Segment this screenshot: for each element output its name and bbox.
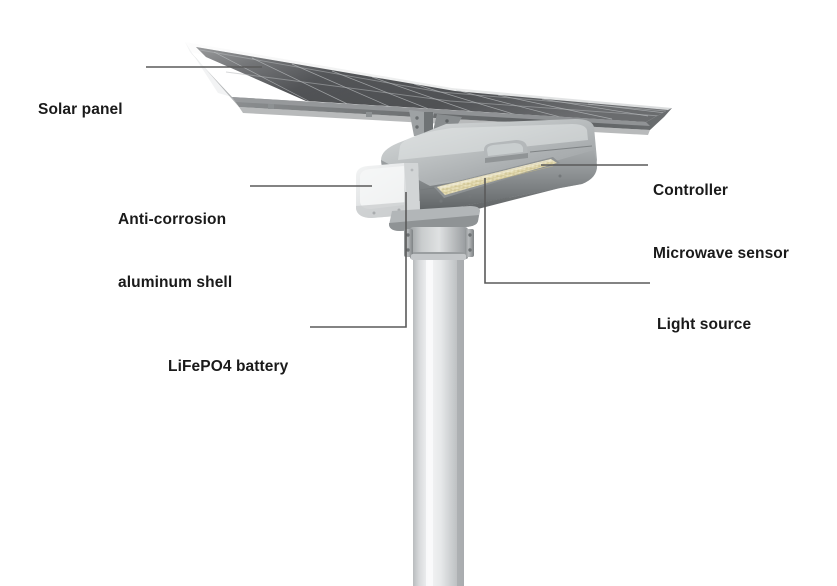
label-shell-line-1: Anti-corrosion <box>118 210 227 228</box>
pole-highlight-stripe <box>426 258 433 586</box>
bracket-bolt-3 <box>445 119 449 123</box>
clamp-bolt-right-2 <box>468 248 472 252</box>
label-shell-line-2: aluminum shell <box>118 273 233 291</box>
label-light-source-line-1: Light source <box>657 315 752 333</box>
housing-top-highlight <box>398 124 588 160</box>
bracket-hinge <box>424 112 433 140</box>
clamp-plate-right <box>465 229 474 257</box>
led-rows <box>440 160 554 194</box>
solar-panel-cells-sheen <box>196 47 668 122</box>
housing-screw-3 <box>558 174 562 178</box>
clamp-bolt-right-1 <box>468 233 472 237</box>
light-source-led-panel <box>434 157 560 198</box>
label-controller-microwave-sensor: Controller Microwave sensor <box>653 139 789 306</box>
housing-screw-1 <box>439 199 443 203</box>
battery-shell-highlight <box>360 166 404 209</box>
label-controller-line-1: Controller <box>653 181 729 199</box>
housing-seam-lower <box>419 187 435 191</box>
battery-shell-screw-3 <box>410 168 414 172</box>
panel-mount-tab-left <box>268 104 274 109</box>
pole-top-collar <box>411 254 466 260</box>
label-anti-corrosion-aluminum-shell: Anti-corrosion aluminum shell <box>118 168 232 335</box>
label-solar-panel-line-1: Solar panel <box>38 100 123 118</box>
led-lens-sheen <box>437 159 553 189</box>
leader-lifepo4-battery <box>310 192 407 328</box>
clamp-bolt-left-1 <box>406 233 410 237</box>
battery-shell-right-edge <box>404 163 420 215</box>
battery-shell-screw-1 <box>372 211 376 215</box>
bracket-bolt-2 <box>415 125 419 129</box>
label-battery-line-1: LiFePO4 battery <box>168 357 289 375</box>
light-pole <box>411 254 466 586</box>
pole-edge-shade <box>457 256 464 586</box>
clamp-bolt-left-2 <box>406 248 410 252</box>
bracket-bolt-1 <box>415 116 419 120</box>
pole-shaft <box>413 256 464 586</box>
sensor-shadow <box>485 153 528 163</box>
battery-aluminum-shell <box>356 163 420 218</box>
mount-collar <box>410 227 468 259</box>
solar-panel-rail-highlight <box>232 97 650 126</box>
solar-panel-frame <box>185 42 672 117</box>
sensor-highlight <box>487 143 523 156</box>
panel-mount-tab-mid <box>366 112 372 117</box>
housing-screw-2 <box>468 194 472 198</box>
microwave-sensor-module <box>484 140 528 163</box>
label-controller-line-2: Microwave sensor <box>653 244 789 262</box>
label-lifepo4-battery: LiFePO4 battery <box>168 315 288 420</box>
pole-mount-bracket <box>389 206 480 259</box>
solar-cell-busbars <box>199 49 667 117</box>
controller-seam <box>529 145 593 153</box>
label-solar-panel: Solar panel <box>38 58 123 163</box>
lamp-head-housing <box>381 119 597 216</box>
label-light-source: Light source <box>657 273 751 378</box>
leader-light-source <box>484 178 650 284</box>
leader-lines <box>146 66 650 328</box>
